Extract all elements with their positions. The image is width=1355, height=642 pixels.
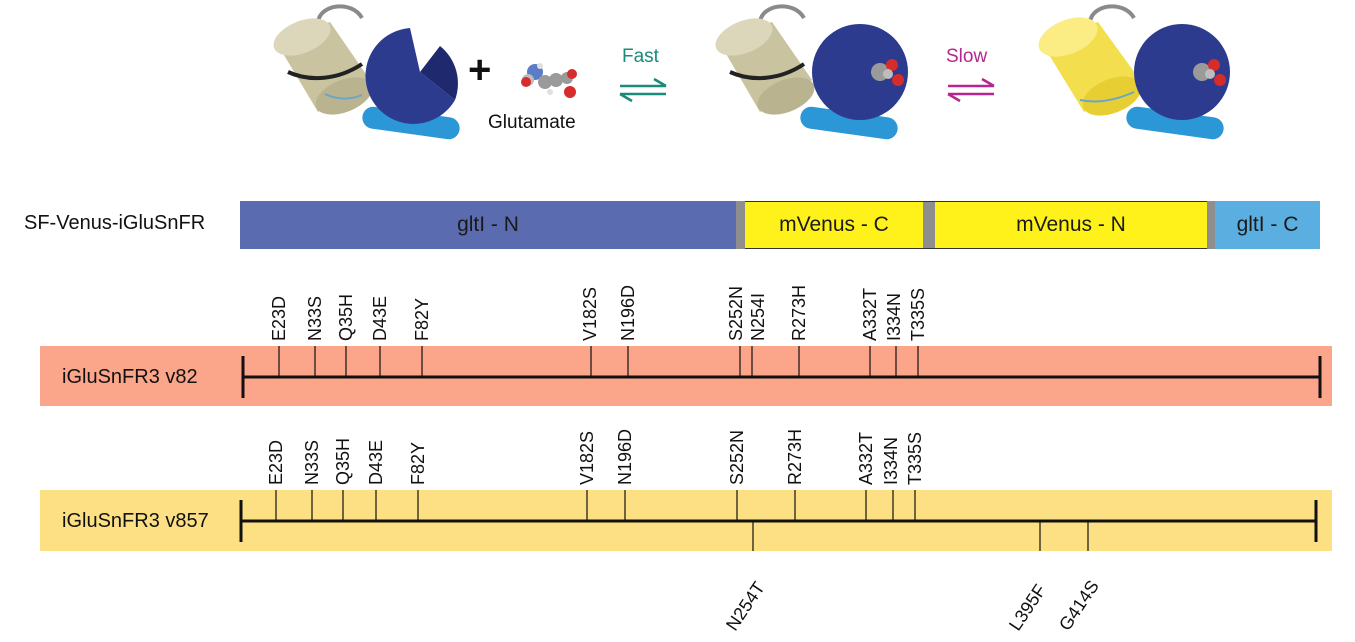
- slow-label: Slow: [946, 46, 988, 67]
- domain-mVenus-N: mVenus - N: [935, 201, 1207, 249]
- variant-label: iGluSnFR3 v857: [62, 510, 209, 532]
- mutation-label: F82Y: [408, 441, 428, 485]
- mutation-label: F82Y: [412, 297, 432, 341]
- mutation-label: N196D: [618, 284, 638, 341]
- domain-gltI-C: gltI - C: [1215, 201, 1320, 249]
- domain-gltI-N: gltI - N: [240, 201, 736, 249]
- slow-equilibrium-arrow: [947, 77, 995, 103]
- domain-label: mVenus - C: [779, 213, 889, 236]
- mutation-label: N196D: [615, 428, 635, 485]
- plus-sign: +: [468, 48, 492, 92]
- mutation-label: I334N: [881, 436, 901, 485]
- mutation-label: Q35H: [336, 293, 356, 341]
- domain-label: gltI - C: [1236, 213, 1299, 236]
- construct-name: SF-Venus-iGluSnFR: [24, 212, 206, 234]
- mutation-label: A332T: [860, 287, 880, 341]
- domain-label: mVenus - N: [1016, 213, 1126, 236]
- linker: [923, 201, 935, 249]
- sequence-line-v82: [241, 346, 1322, 398]
- mutation-label: Q35H: [333, 437, 353, 485]
- sensor-schematic: [273, 4, 1230, 140]
- variant-label: iGluSnFR3 v82: [62, 366, 198, 388]
- sensor-bound-bright-graphic: [1038, 4, 1230, 140]
- mutation-label: N254I: [748, 292, 768, 341]
- linker: [736, 201, 745, 249]
- mutation-label: N33S: [305, 295, 325, 341]
- mutation-label: E23D: [266, 439, 286, 485]
- mvenus-outline: [745, 201, 1207, 249]
- mutation-label: A332T: [856, 431, 876, 485]
- mutation-label: T335S: [905, 431, 925, 485]
- domain-mVenus-C: mVenus - C: [745, 201, 923, 249]
- glutamate-molecule-graphic: [521, 63, 577, 98]
- mutation-label: N33S: [302, 439, 322, 485]
- construct-bar: gltI - N mVenus - C mVenus - N gltI - C: [240, 201, 1320, 249]
- fast-equilibrium-arrow: [619, 77, 667, 103]
- mutation-label: R273H: [785, 428, 805, 485]
- domain-label: gltI - N: [457, 213, 519, 236]
- mutation-label: S252N: [726, 285, 746, 341]
- mutation-label: T335S: [908, 287, 928, 341]
- mutation-label: S252N: [727, 429, 747, 485]
- sensor-unbound-graphic: [273, 4, 460, 140]
- fast-label: Fast: [622, 46, 659, 67]
- mutation-label: V182S: [580, 286, 600, 341]
- mutation-label: V182S: [577, 430, 597, 485]
- mutation-label: D43E: [366, 439, 386, 485]
- glutamate-label: Glutamate: [488, 112, 576, 133]
- sensor-bound-dim-graphic: [715, 4, 908, 140]
- mutation-label: E23D: [269, 295, 289, 341]
- mutation-label: R273H: [789, 284, 809, 341]
- mutation-label: D43E: [370, 295, 390, 341]
- sequence-line-v857: [239, 490, 1318, 551]
- mutation-label: I334N: [884, 292, 904, 341]
- linker: [1207, 201, 1215, 249]
